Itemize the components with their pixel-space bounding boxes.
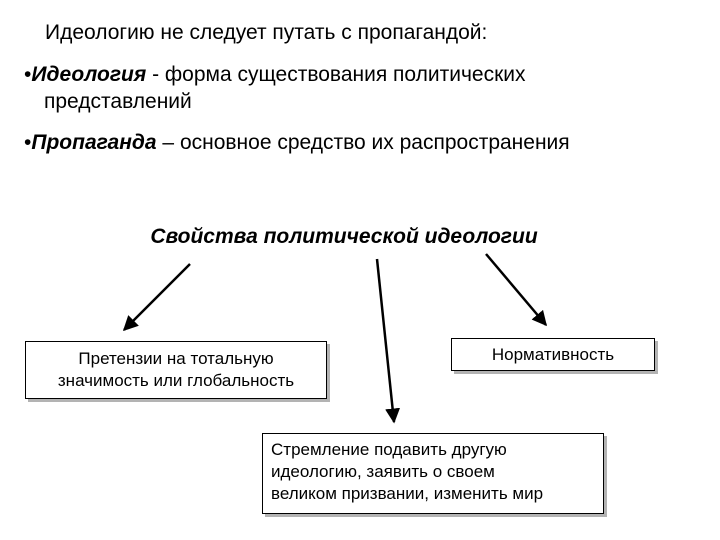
- arrow-center: [375, 258, 401, 424]
- box-text-line: Претензии на тотальную: [78, 349, 274, 368]
- box-text-line: великом призвании, изменить мир: [271, 484, 544, 503]
- box-text-line: Нормативность: [491, 345, 615, 364]
- bullet-propaganda: •Пропаганда – основное средство их распр…: [24, 130, 570, 156]
- bullet-ideology: •Идеология - форма существования политич…: [24, 62, 526, 88]
- bullet-definition-ideology: - форма существования политических: [146, 63, 526, 86]
- box-text-line: Стремление подавить другую: [271, 440, 507, 459]
- bullet-marker: •: [24, 63, 32, 86]
- bullet-marker: •: [24, 131, 32, 154]
- bullet-term-ideology: Идеология: [31, 63, 147, 86]
- bullet-definition-propaganda: – основное средство их распространения: [156, 131, 570, 154]
- diagram-title: Свойства политической идеологии: [150, 225, 538, 248]
- box-text-line: значимость или глобальность: [57, 371, 295, 390]
- arrow-right: [485, 253, 547, 327]
- property-box-suppression: Стремление подавить другую идеологию, за…: [262, 433, 604, 514]
- arrow-left: [122, 263, 191, 332]
- bullet-definition-ideology-continued: представлений: [44, 90, 192, 113]
- property-box-normativity: Нормативность: [451, 338, 655, 371]
- property-box-globality: Претензии на тотальную значимость или гл…: [25, 341, 327, 399]
- bullet-term-propaganda: Пропаганда: [31, 131, 157, 154]
- box-text-line: идеологию, заявить о своем: [271, 462, 495, 481]
- intro-text: Идеологию не следует путать с пропагандо…: [45, 21, 488, 44]
